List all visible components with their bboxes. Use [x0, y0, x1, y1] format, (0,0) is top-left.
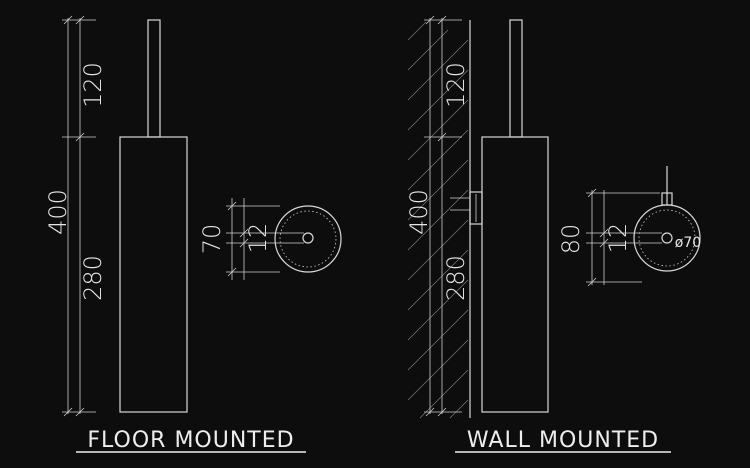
wall-dim-bottom: 280 [442, 255, 470, 301]
floor-top-view-outer [274, 205, 342, 273]
floor-dim-bottom: 280 [79, 255, 107, 301]
wall-top-view-hole [661, 232, 673, 244]
wall-dim-total: 400 [405, 189, 433, 235]
wall-dim-hole: 12 [604, 223, 632, 254]
wall-vertical-dimensions [424, 15, 462, 417]
wall-holder-body [481, 136, 549, 413]
wall-hatching [407, 21, 469, 419]
floor-vertical-dimensions [62, 15, 96, 417]
wall-mounted-drawing: 400 120 280 ø70 [405, 15, 701, 453]
floor-top-view-hole [302, 232, 314, 244]
floor-side-dimensions [226, 198, 304, 280]
wall-dim-diameter-label: ø70 [675, 235, 701, 251]
floor-brush-handle [147, 19, 161, 138]
wall-dim-top: 120 [442, 62, 470, 108]
floor-dim-top: 120 [79, 62, 107, 108]
wall-top-view-bracket [661, 192, 673, 206]
floor-dim-diameter: 70 [198, 224, 226, 255]
wall-top-view-inner [638, 209, 696, 267]
floor-mounted-title: FLOOR MOUNTED [87, 428, 294, 453]
floor-holder-body [119, 136, 188, 413]
floor-dim-hole: 12 [244, 223, 272, 254]
wall-bracket [450, 191, 483, 225]
floor-top-view-inner [279, 210, 337, 268]
floor-mounted-drawing: 400 120 280 70 12 FLOOR MOUNTED [44, 15, 342, 453]
wall-brush-handle [509, 19, 523, 138]
floor-dim-total: 400 [44, 189, 72, 235]
wall-dim-height: 80 [557, 224, 585, 255]
wall-side-dimensions [586, 188, 662, 287]
wall-mounted-title: WALL MOUNTED [467, 428, 659, 453]
